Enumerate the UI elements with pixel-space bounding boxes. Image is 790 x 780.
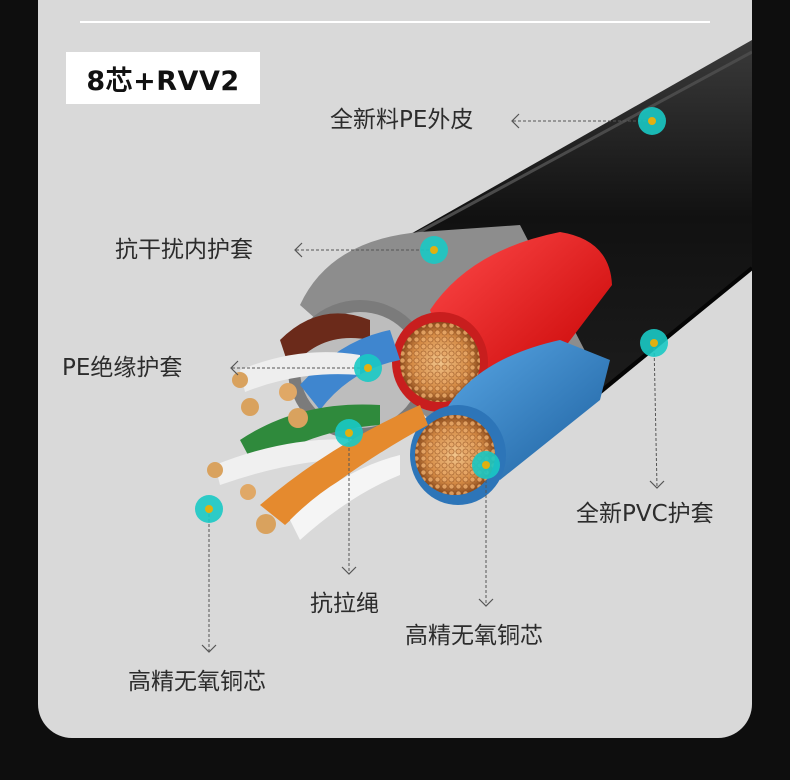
label-outer-sheath: 全新料PE外皮 bbox=[330, 107, 474, 133]
marker-pvc-sheath bbox=[640, 329, 668, 357]
orange-pair bbox=[260, 405, 428, 525]
label-pe-insulation: PE绝缘护套 bbox=[62, 355, 183, 381]
label-copper-core-right: 高精无氧铜芯 bbox=[405, 623, 543, 649]
label-copper-core-left: 高精无氧铜芯 bbox=[128, 669, 266, 695]
label-pvc-sheath: 全新PVC护套 bbox=[576, 501, 714, 527]
marker-inner-sheath bbox=[420, 236, 448, 264]
divider-line bbox=[80, 21, 710, 23]
marker-copper-core-left bbox=[195, 495, 223, 523]
marker-rip-cord bbox=[335, 419, 363, 447]
label-rip-cord: 抗拉绳 bbox=[310, 591, 379, 617]
marker-pe-insulation bbox=[354, 354, 382, 382]
title-text: 8芯+RVV2 bbox=[86, 65, 240, 97]
marker-outer-sheath bbox=[638, 107, 666, 135]
label-inner-sheath: 抗干扰内护套 bbox=[115, 237, 253, 263]
white-stripe-wire bbox=[240, 352, 360, 392]
title-badge: 8芯+RVV2 bbox=[66, 52, 260, 104]
marker-copper-core-right bbox=[472, 451, 500, 479]
